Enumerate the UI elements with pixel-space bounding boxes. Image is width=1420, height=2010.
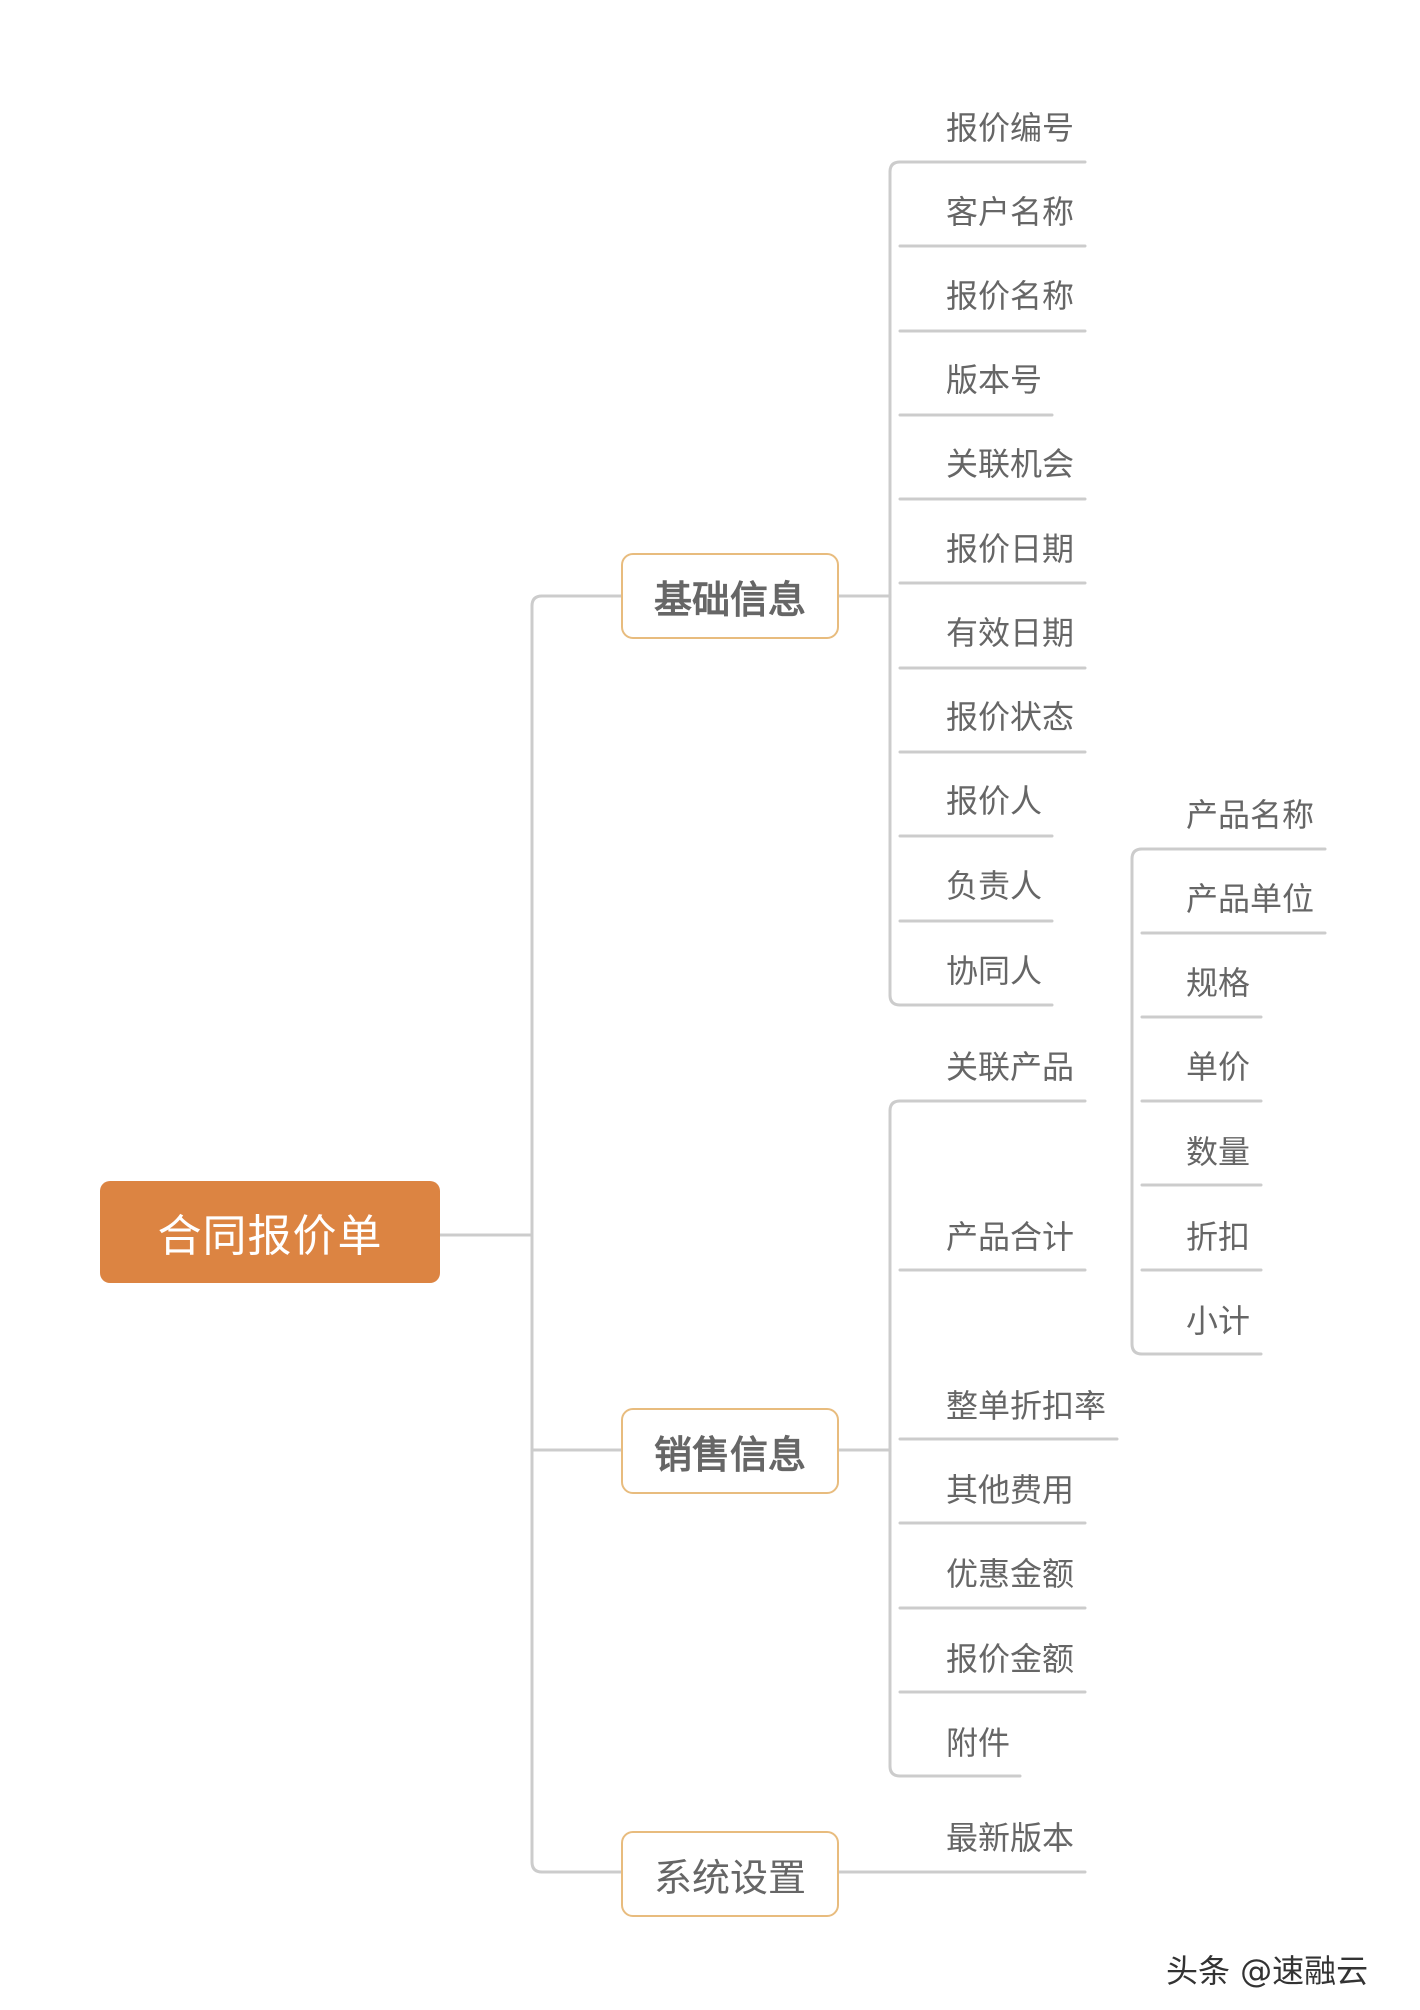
- leaf-collaborator[interactable]: 协同人: [946, 952, 1043, 990]
- leaf-order-discount-rate[interactable]: 整单折扣率: [946, 1387, 1107, 1425]
- leaf-discount-amount[interactable]: 优惠金额: [946, 1555, 1075, 1593]
- sub-leaf-discount[interactable]: 折扣: [1186, 1218, 1251, 1256]
- leaf-latest-version[interactable]: 最新版本: [946, 1819, 1075, 1857]
- connector-line-3: [888, 160, 902, 1007]
- leaf-valid-date[interactable]: 有效日期: [946, 614, 1075, 652]
- leaf-related-opportunity[interactable]: 关联机会: [946, 445, 1075, 483]
- branch-system-settings[interactable]: 系统设置: [621, 1831, 839, 1917]
- connector-line-25: [1130, 847, 1144, 1356]
- watermark: 头条 @速融云: [1166, 1952, 1369, 1990]
- leaf-related-product[interactable]: 关联产品: [946, 1048, 1075, 1086]
- leaf-customer-name[interactable]: 客户名称: [946, 193, 1075, 231]
- connector-line-1: [530, 594, 624, 1874]
- leaf-other-fees[interactable]: 其他费用: [946, 1471, 1075, 1509]
- branch-sales-info[interactable]: 销售信息: [621, 1408, 839, 1494]
- leaf-quote-status[interactable]: 报价状态: [946, 698, 1075, 736]
- leaf-version-number[interactable]: 版本号: [946, 361, 1043, 399]
- sub-leaf-specification[interactable]: 规格: [1186, 964, 1251, 1002]
- leaf-owner[interactable]: 负责人: [946, 867, 1043, 905]
- leaf-quote-number[interactable]: 报价编号: [946, 109, 1075, 147]
- sub-leaf-subtotal[interactable]: 小计: [1186, 1302, 1251, 1340]
- connector-line-16: [888, 1099, 902, 1778]
- leaf-quote-name[interactable]: 报价名称: [946, 277, 1075, 315]
- sub-leaf-product-unit[interactable]: 产品单位: [1186, 880, 1315, 918]
- sub-leaf-unit-price[interactable]: 单价: [1186, 1048, 1251, 1086]
- branch-basic-info[interactable]: 基础信息: [621, 553, 839, 639]
- leaf-quote-date[interactable]: 报价日期: [946, 530, 1075, 568]
- leaf-attachment[interactable]: 附件: [946, 1724, 1011, 1762]
- sub-leaf-product-name[interactable]: 产品名称: [1186, 796, 1315, 834]
- leaf-product-total[interactable]: 产品合计: [946, 1218, 1075, 1256]
- leaf-quote-amount[interactable]: 报价金额: [946, 1640, 1075, 1678]
- leaf-quoter[interactable]: 报价人: [946, 782, 1043, 820]
- sub-leaf-quantity[interactable]: 数量: [1186, 1133, 1251, 1171]
- root-node[interactable]: 合同报价单: [100, 1181, 440, 1283]
